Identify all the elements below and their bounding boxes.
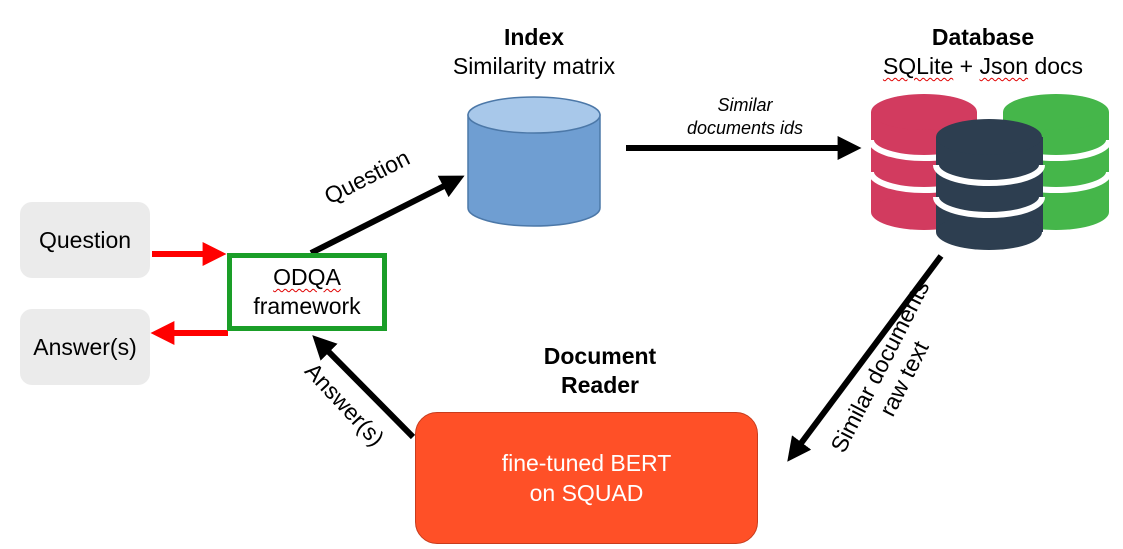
question-input-box: Question [20, 202, 150, 278]
index-to-db-label-line1: Similar [717, 95, 773, 115]
bert-line1: fine-tuned BERT [501, 450, 672, 476]
reader-to-framework-arrow [312, 335, 416, 440]
index-cylinder-icon [467, 96, 601, 227]
database-subtitle-plus: + [953, 53, 980, 79]
answer-output-box: Answer(s) [20, 309, 150, 385]
question-input-label: Question [38, 226, 132, 253]
question-to-index-arrow [309, 175, 465, 256]
framework-line2: framework [253, 293, 361, 319]
index-to-db-label-line2: documents ids [686, 118, 804, 138]
reader-title-line1: Document [543, 343, 657, 369]
answer-output-label: Answer(s) [33, 333, 137, 360]
framework-line1: ODQA [273, 264, 341, 290]
database-subtitle-json: Json [979, 53, 1029, 79]
index-title-block: Index Similarity matrix [424, 24, 644, 80]
database-navy-stack-icon [933, 119, 1045, 250]
reader-title-block: Document Reader [500, 342, 700, 400]
bert-line2: on SQUAD [529, 480, 644, 506]
database-subtitle-docs: docs [1028, 53, 1084, 79]
reader-title-line2: Reader [561, 372, 639, 398]
index-to-db-label: Similar documents ids [650, 94, 840, 140]
bert-reader-node: fine-tuned BERT on SQUAD [415, 412, 758, 544]
index-title: Index [503, 24, 565, 50]
database-title-block: Database SQLite + Json docs [858, 24, 1108, 80]
database-subtitle: SQLite + Json docs [858, 53, 1108, 80]
odqa-framework-node: ODQA framework [227, 253, 387, 331]
index-subtitle: Similarity matrix [452, 53, 616, 79]
database-title: Database [931, 24, 1035, 50]
database-subtitle-sqlite: SQLite [882, 53, 954, 79]
database-to-reader-arrow [787, 254, 944, 462]
